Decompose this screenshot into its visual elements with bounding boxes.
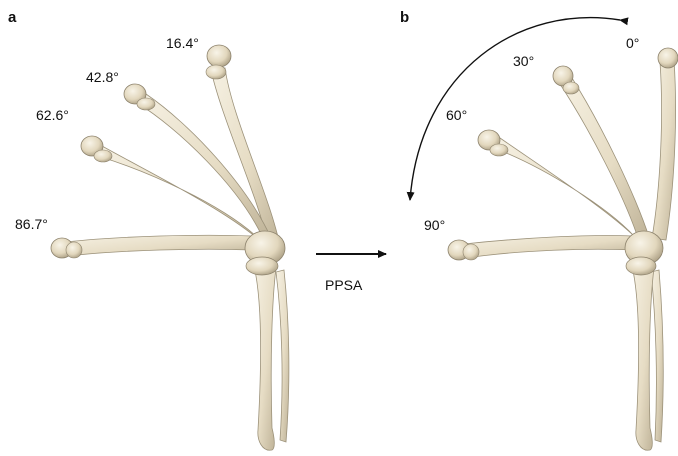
panel-b-femur-0 [652, 48, 678, 240]
panel-a-angle-label: 86.7° [15, 216, 48, 232]
panel-a-femur-16 [206, 45, 280, 246]
transition-label: PPSA [325, 277, 363, 293]
panel-a-tibia [254, 266, 276, 450]
panel-a-lower-leg [254, 266, 289, 450]
panel-a-femoral-head [207, 45, 231, 67]
panel-b-letter: b [400, 9, 409, 26]
panel-b-lower-leg [632, 266, 663, 450]
panel-b-knee [625, 231, 663, 275]
panel-a-angle-label: 42.8° [86, 69, 119, 85]
panel-b-femur-30 [553, 66, 650, 240]
panel-a-letter: a [8, 9, 17, 26]
panel-a-fibula [276, 270, 289, 442]
panel-a-knee [245, 231, 285, 275]
panel-b-femoral-head [658, 48, 678, 68]
panel-a-angle-label: 16.4° [166, 35, 199, 51]
panel-b-angle-label: 30° [513, 53, 534, 69]
panel-b-fibula [651, 270, 663, 442]
panel-b-femur-90 [448, 235, 632, 260]
panel-a: a 16. [8, 9, 289, 450]
panel-a-angle-label: 62.6° [36, 107, 69, 123]
transition-arrow-group: PPSA [316, 254, 386, 293]
panel-a-femur-87 [51, 235, 252, 258]
panel-b-angle-label: 0° [626, 35, 639, 51]
panel-b-angle-label: 90° [424, 217, 445, 233]
panel-b-tibia [632, 266, 654, 450]
panel-b-angle-label: 60° [446, 107, 467, 123]
panel-b: b [400, 9, 678, 450]
